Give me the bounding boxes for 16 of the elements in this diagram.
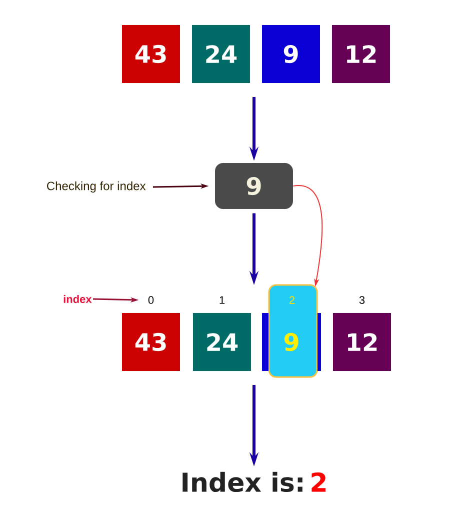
search-value-box: 9 [215, 163, 293, 209]
index-number: 0 [148, 296, 154, 304]
number-box: 12 [333, 313, 391, 371]
number-box: 12 [332, 25, 390, 83]
node-label: 9 [284, 332, 298, 352]
index-label: index [64, 294, 92, 304]
number-box: 9 [262, 25, 320, 83]
result-text: Index is: 2 [182, 472, 326, 492]
index-number: 3 [359, 296, 365, 304]
number-box: 43 [122, 313, 180, 371]
number-box: 24 [193, 313, 251, 371]
number-box: 24 [192, 25, 250, 83]
label-text: Checking for index [47, 181, 146, 193]
number-box: 43 [122, 25, 180, 83]
index-number: 1 [220, 296, 225, 304]
number-box: 9 [262, 313, 321, 371]
